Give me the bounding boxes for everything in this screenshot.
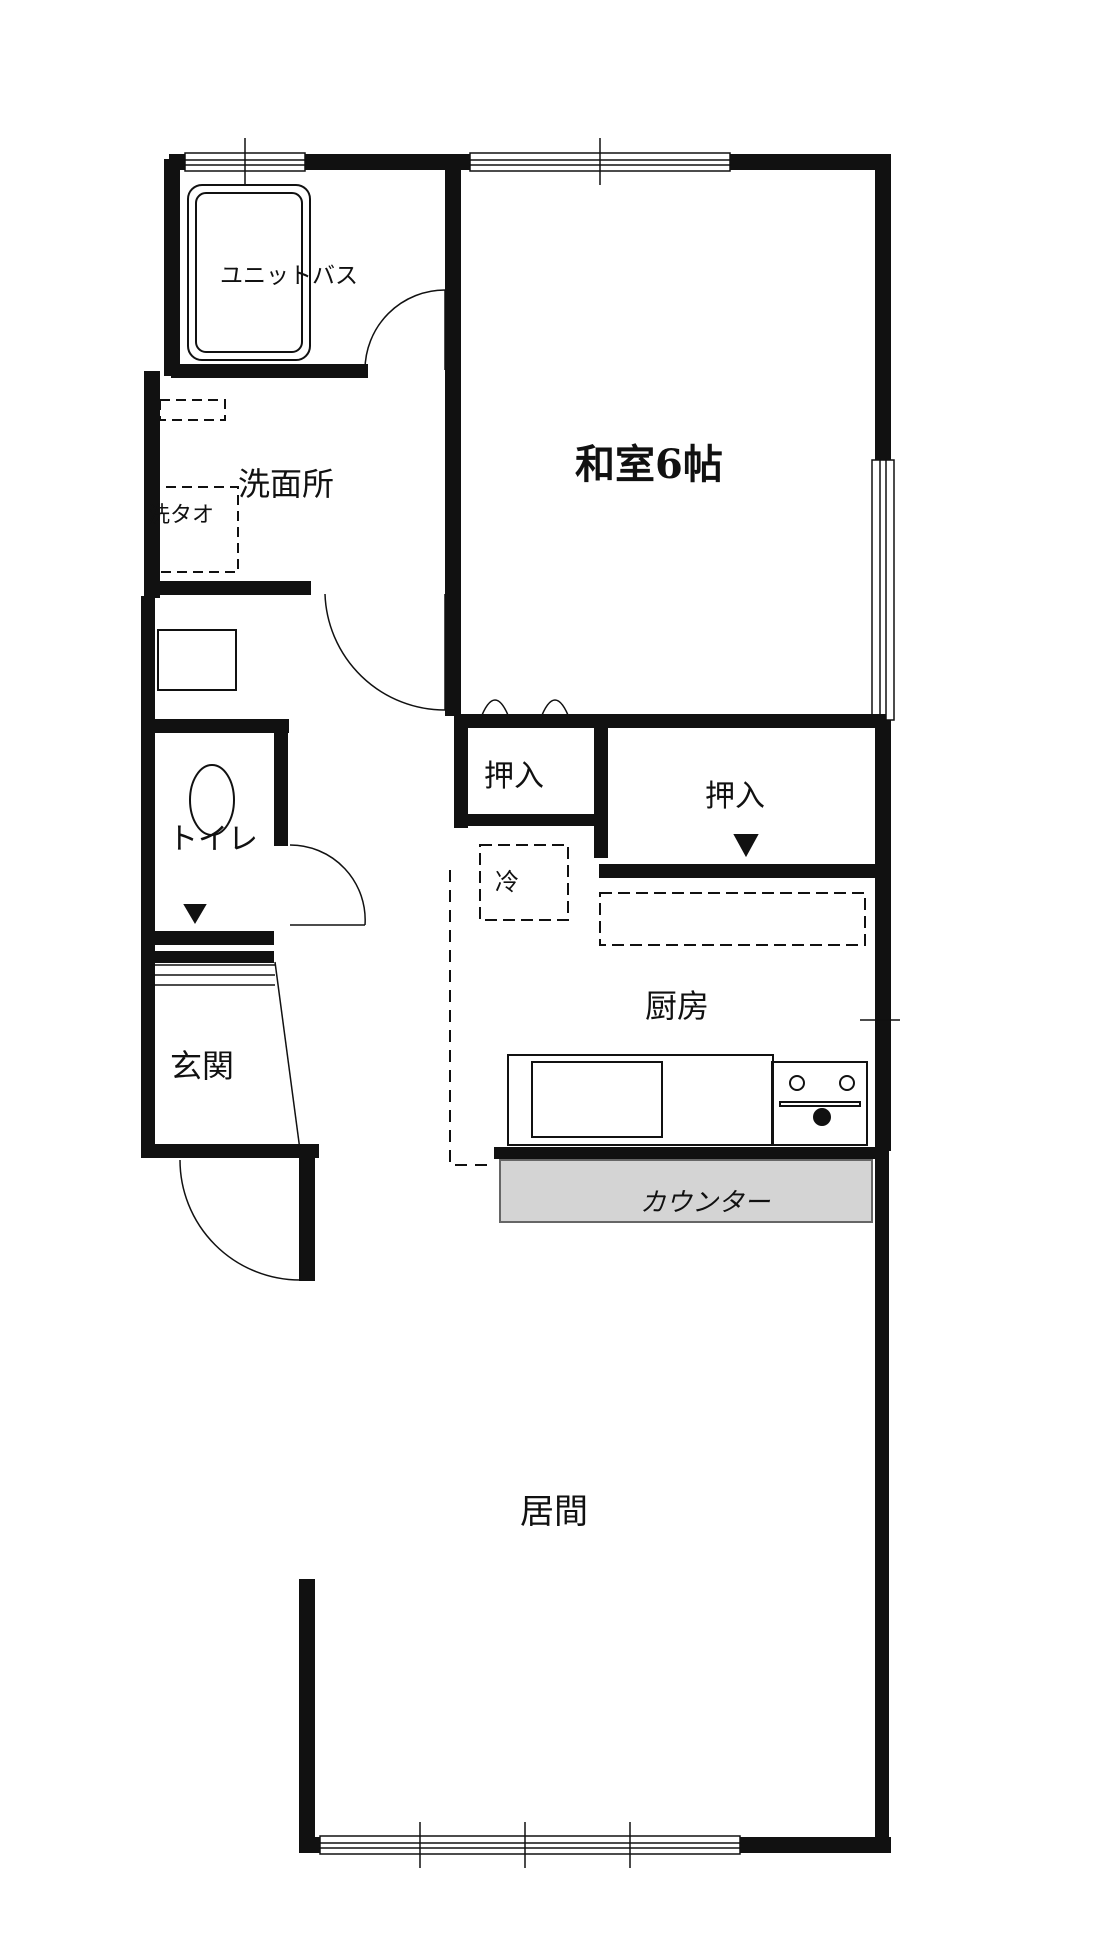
fridge-label: 冷 <box>495 868 519 896</box>
counter <box>499 1159 873 1223</box>
fridge-space <box>479 844 569 921</box>
room-label-senmenjo: 洗面所 <box>238 465 335 503</box>
washer-label: 洗タオ <box>148 503 215 528</box>
interior-walls <box>147 159 886 1159</box>
stove <box>771 1061 868 1146</box>
room-label-kitchen: 厨房 <box>645 987 710 1025</box>
toilet-bowl <box>189 764 235 836</box>
door-swings <box>179 289 571 1281</box>
room-label-oshiire-small: 押入 <box>484 759 544 794</box>
room-label-genkan: 玄関 <box>170 1047 235 1085</box>
room-label-ima: 居間 <box>520 1492 588 1532</box>
room-label-oshiire-large: 押入 <box>705 779 765 814</box>
bathtub <box>187 184 311 361</box>
washer-space <box>149 486 239 573</box>
sink-counter <box>507 1054 774 1146</box>
upper-cabinet <box>599 892 866 946</box>
entrance-steps <box>150 961 301 1151</box>
windows <box>184 138 900 1868</box>
counter-label: カウンター <box>640 1188 771 1218</box>
exterior-walls <box>141 154 891 1853</box>
room-label-toilet: トイレ <box>168 822 258 857</box>
room-label-unit-bath: ユニットバス <box>220 263 358 289</box>
storage-cabinet <box>157 629 237 691</box>
room-label-washitsu: 和室6帖 <box>575 441 723 488</box>
